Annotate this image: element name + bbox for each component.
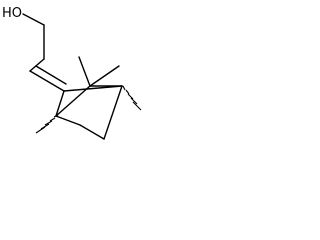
- bond-c6-c5: [79, 124, 105, 140]
- bond-c2-bridgehead-right: [63, 85, 123, 92]
- structure-diagram: HO: [2, 6, 142, 140]
- double-bond-line-1: [29, 70, 65, 92]
- bond-ch2-ch: [29, 58, 45, 72]
- bond-c7-methyl-a: [78, 56, 91, 87]
- bond-c5-bridgehead-right: [103, 85, 123, 140]
- hydroxyl-label: HO: [2, 6, 22, 21]
- bond-c7-bridgehead-left: [55, 85, 91, 117]
- double-bond-line-2: [35, 65, 67, 85]
- hashed-wedge-left: [35, 114, 59, 134]
- bond-c7-methyl-b: [89, 65, 120, 87]
- bond-o-ch2: [22, 13, 45, 26]
- bond-bridgehead-left-c6: [55, 115, 81, 126]
- bond-c2-bridgehead-left: [55, 90, 65, 117]
- hashed-wedge-right: [122, 85, 142, 111]
